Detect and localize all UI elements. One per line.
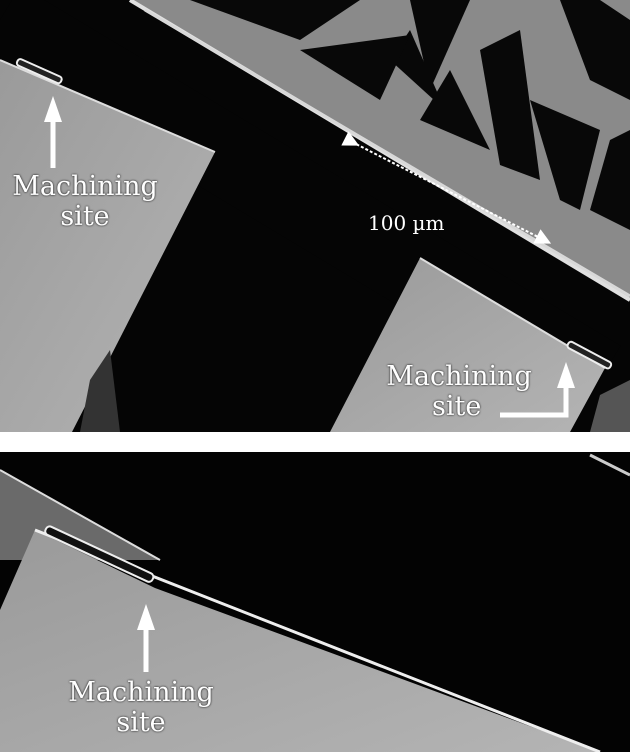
machining-site-label-left: Machining site <box>0 172 170 232</box>
right-pad <box>330 258 605 432</box>
label-line1: Machining <box>12 171 158 202</box>
label-line2: site <box>60 201 110 232</box>
top-panel <box>0 0 630 432</box>
panel-divider <box>0 432 630 452</box>
scale-bar-label: 100 µm <box>368 211 445 235</box>
bottom-pad <box>0 530 600 752</box>
label-line2: site <box>432 391 482 422</box>
machining-site-label-bottom: Machining site <box>56 678 226 738</box>
arrow-right <box>500 380 569 418</box>
machining-site-label-right: Machining site <box>374 362 544 422</box>
scale-bar-arrow <box>341 131 552 244</box>
bottom-panel <box>0 452 630 752</box>
label-line2: site <box>116 707 166 738</box>
label-line1: Machining <box>68 677 214 708</box>
label-line1: Machining <box>386 361 532 392</box>
